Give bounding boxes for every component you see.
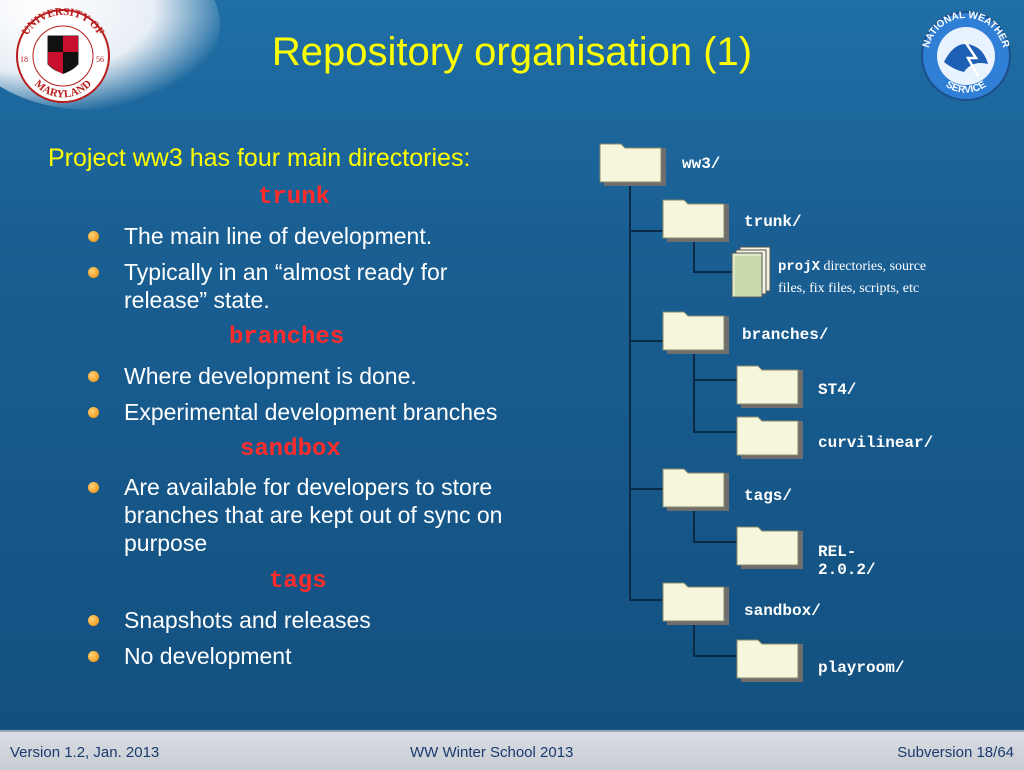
- svg-text:SERVICE: SERVICE: [944, 79, 989, 96]
- footer-bar: Version 1.2, Jan. 2013 WW Winter School …: [0, 730, 1024, 770]
- tree-connector: [629, 182, 631, 600]
- tree-connector: [693, 271, 733, 273]
- bullet-text: Snapshots and releases: [124, 607, 371, 633]
- folder-label-trunk: trunk/: [744, 213, 802, 231]
- university-of-maryland-logo: UNIVERSITY OF MARYLAND 18 56: [8, 6, 118, 106]
- svg-text:56: 56: [96, 55, 104, 64]
- folder-icon: [662, 309, 729, 354]
- bullet-dot-icon: [88, 267, 99, 278]
- folder-icon: [736, 363, 803, 408]
- intro-text: Project ww3 has four main directories:: [48, 144, 471, 172]
- bullet-item: Experimental development branches: [88, 398, 558, 426]
- bullet-text: Are available for developers to store br…: [124, 474, 503, 556]
- slide-title: Repository organisation (1): [271, 30, 753, 74]
- bullet-dot-icon: [88, 371, 99, 382]
- note-mono: projX: [778, 259, 821, 275]
- bullet-item: Typically in an “almost ready for releas…: [88, 258, 558, 314]
- bullet-text: Typically in an “almost ready for releas…: [124, 259, 448, 313]
- section-heading-branches: branches: [229, 324, 345, 351]
- folder-label-st4: ST4/: [818, 381, 857, 399]
- tree-connector: [693, 498, 695, 542]
- svg-text:18: 18: [20, 55, 28, 64]
- folder-label-curvilinear: curvilinear/: [818, 434, 934, 452]
- folder-icon: [662, 466, 729, 511]
- projx-note: projX directories, source files, fix fil…: [778, 256, 938, 299]
- folder-label-playroom: playroom/: [818, 659, 905, 677]
- tree-connector: [693, 240, 695, 272]
- tree-connector: [693, 379, 737, 381]
- footer-page: Subversion 18/64: [897, 744, 1014, 761]
- folder-icon: [736, 524, 803, 569]
- tree-connector: [693, 610, 695, 656]
- footer-version: Version 1.2, Jan. 2013: [10, 744, 160, 761]
- tree-connector: [693, 350, 695, 432]
- tree-connector: [629, 599, 663, 601]
- bullet-text: Experimental development branches: [124, 399, 498, 425]
- folder-label-sandbox: sandbox/: [744, 602, 821, 620]
- tree-connector: [629, 340, 663, 342]
- bullet-dot-icon: [88, 651, 99, 662]
- folder-label-tags: tags/: [744, 487, 793, 505]
- section-heading-sandbox: sandbox: [240, 436, 341, 463]
- bullet-text: The main line of development.: [124, 223, 433, 249]
- section-heading-tags: tags: [269, 568, 327, 595]
- bullet-item: Are available for developers to store br…: [88, 473, 558, 557]
- tree-connector: [693, 431, 737, 433]
- note-text: directories, source files, fix files, sc…: [778, 259, 927, 296]
- folder-label-ww3: ww3/: [682, 155, 721, 173]
- footer-event: WW Winter School 2013: [410, 744, 574, 761]
- bullet-item: Where development is done.: [88, 362, 558, 390]
- bullet-dot-icon: [88, 482, 99, 493]
- files-stack-icon: [728, 245, 776, 304]
- folder-icon: [599, 141, 666, 186]
- folder-icon: [662, 580, 729, 625]
- tree-connector: [693, 541, 737, 543]
- bullet-dot-icon: [88, 407, 99, 418]
- bullet-item: The main line of development.: [88, 222, 558, 250]
- bullet-text: Where development is done.: [124, 363, 417, 389]
- tree-connector: [693, 655, 737, 657]
- bullet-item: No development: [88, 642, 558, 670]
- bullet-dot-icon: [88, 231, 99, 242]
- national-weather-service-logo: NATIONAL WEATHER SERVICE: [920, 10, 1012, 102]
- bullet-item: Snapshots and releases: [88, 606, 558, 634]
- folder-icon: [736, 637, 803, 682]
- bullet-text: No development: [124, 643, 292, 669]
- tree-connector: [629, 230, 663, 232]
- folder-label-branches: branches/: [742, 326, 829, 344]
- tree-connector: [629, 488, 663, 490]
- folder-icon: [736, 414, 803, 459]
- folder-icon: [662, 197, 729, 242]
- bullet-dot-icon: [88, 615, 99, 626]
- folder-label-rel: REL-2.0.2/: [818, 543, 876, 579]
- section-heading-trunk: trunk: [258, 184, 331, 211]
